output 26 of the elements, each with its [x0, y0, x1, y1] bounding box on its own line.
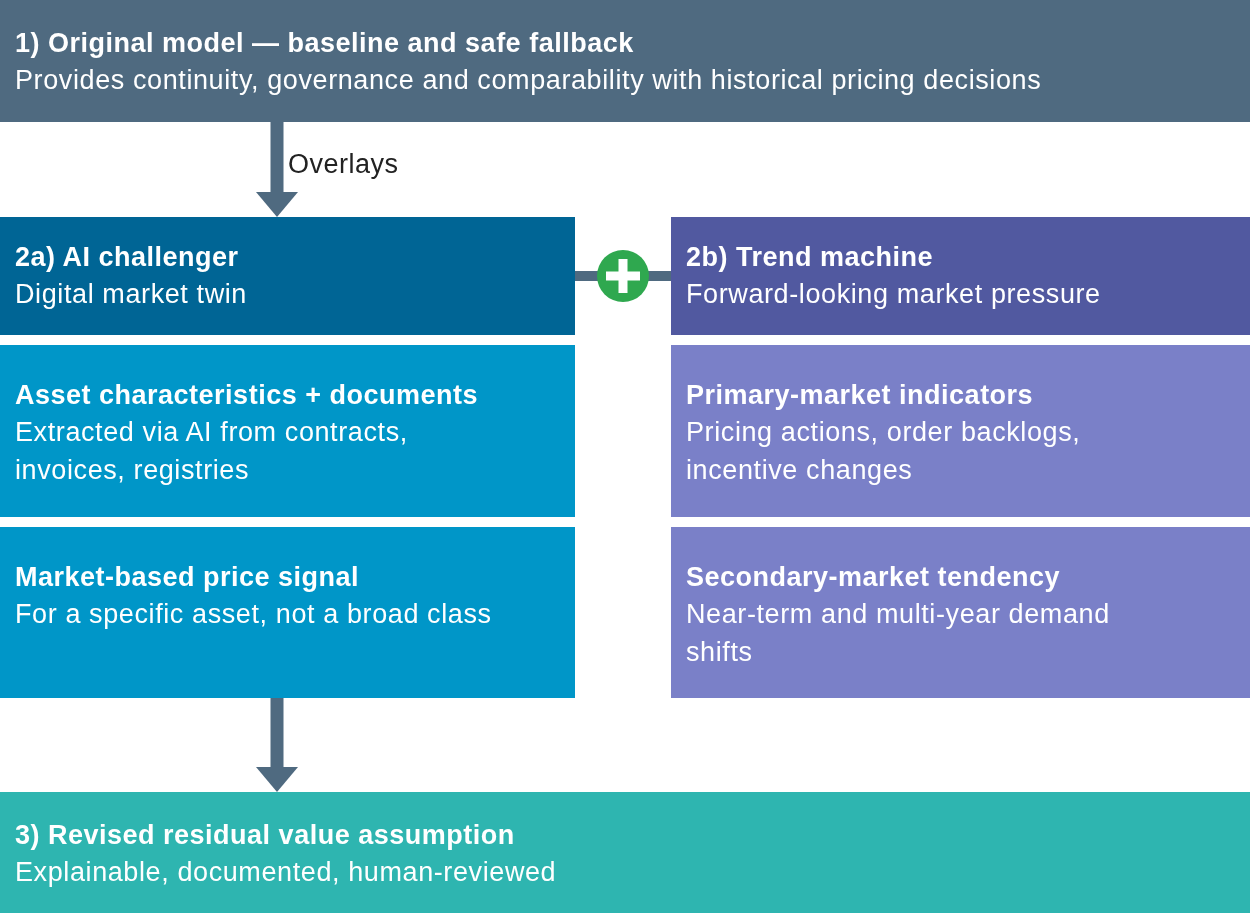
- box-heading: Market-based price signal: [15, 561, 361, 594]
- box-text: Extracted via AI from contracts, invoices, registries: [15, 416, 409, 487]
- box-heading: 1) Original model — baseline and safe fallback: [15, 27, 635, 60]
- box-heading: 2b) Trend machine: [686, 241, 935, 274]
- box-text: Explainable, documented, human-reviewed: [15, 856, 558, 889]
- arrow: [256, 122, 298, 217]
- process-box: [0, 217, 575, 335]
- box-heading: Asset characteristics + documents: [15, 379, 479, 412]
- process-box: [0, 527, 575, 698]
- process-box: [671, 527, 1250, 698]
- box-text: Forward-looking market pressure: [686, 278, 1102, 311]
- box-heading: 2a) AI challenger: [15, 241, 240, 274]
- process-box: [671, 217, 1250, 335]
- box-text: Digital market twin: [15, 278, 248, 311]
- box-heading: 3) Revised residual value assumption: [15, 819, 516, 852]
- process-box: [0, 345, 575, 517]
- process-box: [0, 792, 1250, 913]
- box-heading: Secondary-market tendency: [686, 561, 1062, 594]
- process-box: [0, 0, 1250, 122]
- box-text: Pricing actions, order backlogs, incentive changes: [686, 416, 1082, 487]
- box-text: Near-term and multi-year demand shifts: [686, 598, 1111, 669]
- process-box: [671, 345, 1250, 517]
- arrow: [256, 698, 298, 792]
- box-text: For a specific asset, not a broad class: [15, 598, 493, 631]
- box-heading: Primary-market indicators: [686, 379, 1035, 412]
- box-text: Provides continuity, governance and comparability with historical pricing decisions: [15, 64, 1043, 97]
